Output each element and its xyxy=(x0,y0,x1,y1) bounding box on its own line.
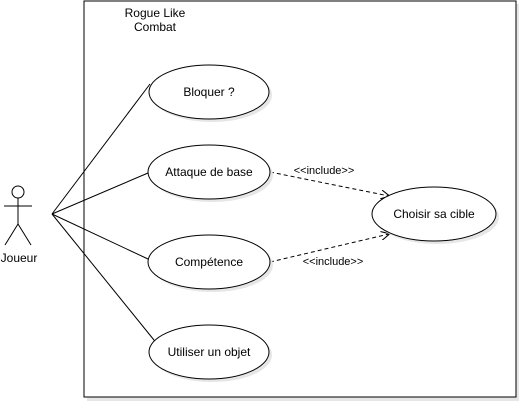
system-title-line1: Rogue Like xyxy=(125,6,186,20)
include-arrow-basic-attack xyxy=(269,171,389,196)
use-case-use-item-label: Utiliser un objet xyxy=(168,345,251,359)
use-case-basic-attack[interactable]: Attaque de base xyxy=(147,144,273,202)
use-case-choose-target[interactable]: Choisir sa cible xyxy=(371,186,499,244)
association-use-item xyxy=(51,213,159,346)
include-arrow-skill xyxy=(269,234,389,263)
system-title-line2: Combat xyxy=(134,20,177,34)
association-skill xyxy=(51,213,149,260)
use-case-choose-target-label: Choisir sa cible xyxy=(393,207,475,221)
include-label-1: <<include>> xyxy=(294,165,355,177)
include-label-2: <<include>> xyxy=(303,256,364,268)
use-case-use-item[interactable]: Utiliser un objet xyxy=(148,324,272,382)
actor-label: Joueur xyxy=(1,251,38,265)
actor-joueur[interactable] xyxy=(4,185,32,246)
actor-right-leg xyxy=(17,223,32,246)
use-case-block-label: Bloquer ? xyxy=(183,85,235,99)
association-block xyxy=(51,83,151,215)
association-basic-attack xyxy=(51,172,149,215)
use-case-skill-label: Compétence xyxy=(175,255,243,269)
actor-left-leg xyxy=(4,223,19,246)
use-case-basic-attack-label: Attaque de base xyxy=(165,165,253,179)
use-case-skill[interactable]: Compétence xyxy=(147,234,273,292)
actor-head xyxy=(11,185,25,199)
use-case-block[interactable]: Bloquer ? xyxy=(148,64,272,122)
